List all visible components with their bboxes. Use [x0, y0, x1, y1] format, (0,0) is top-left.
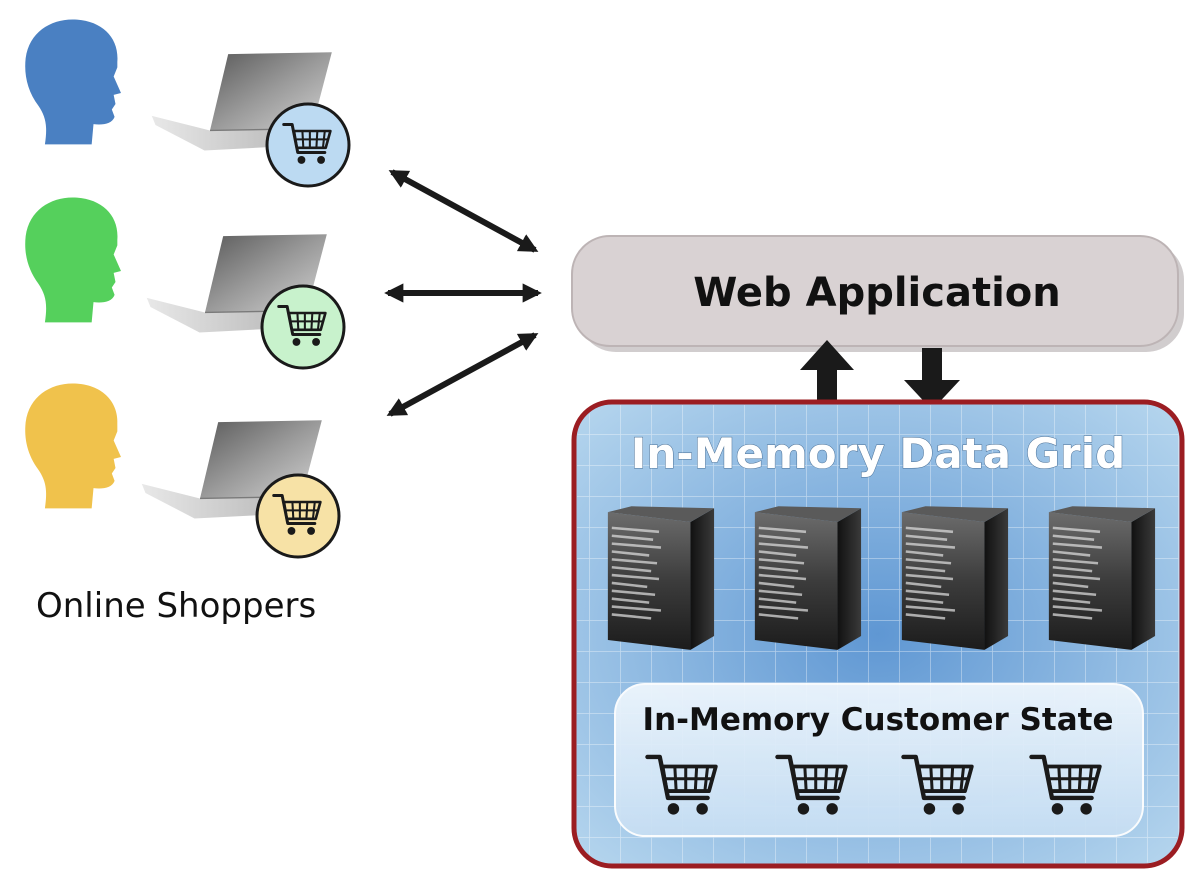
- web-application: Web Application: [571, 235, 1184, 352]
- shopper-1: [25, 19, 351, 188]
- shoppers-label: Online Shoppers: [36, 586, 316, 626]
- shopper-3: [25, 383, 341, 559]
- arrow-up-icon: [800, 340, 854, 404]
- cart-badge: [255, 473, 341, 559]
- arrow-down-icon: [904, 348, 960, 410]
- data-grid: In-Memory Data Grid In-Memory Customer S…: [571, 399, 1185, 869]
- arrow-shopper-1: [388, 169, 539, 253]
- shopper-2: [25, 197, 346, 370]
- grid-arrows: [800, 340, 960, 410]
- shopper-head-icon: [25, 383, 122, 509]
- web-app-box: [571, 235, 1179, 347]
- shopper-head-icon: [25, 197, 122, 323]
- server-icon: [606, 506, 716, 652]
- arrow-shopper-3: [386, 332, 539, 417]
- data-grid-label: In-Memory Data Grid: [631, 429, 1125, 478]
- cart-badge: [265, 102, 351, 188]
- web-app-label: Web Application: [693, 270, 1061, 316]
- customer-state-label: In-Memory Customer State: [643, 702, 1114, 738]
- server-icon: [900, 506, 1010, 652]
- connection-arrows: [384, 169, 542, 417]
- customer-state: In-Memory Customer State: [614, 683, 1144, 837]
- server-icon: [753, 506, 863, 652]
- shopper-head-icon: [25, 19, 122, 145]
- server-icon: [1047, 506, 1157, 652]
- cart-badge: [260, 284, 346, 370]
